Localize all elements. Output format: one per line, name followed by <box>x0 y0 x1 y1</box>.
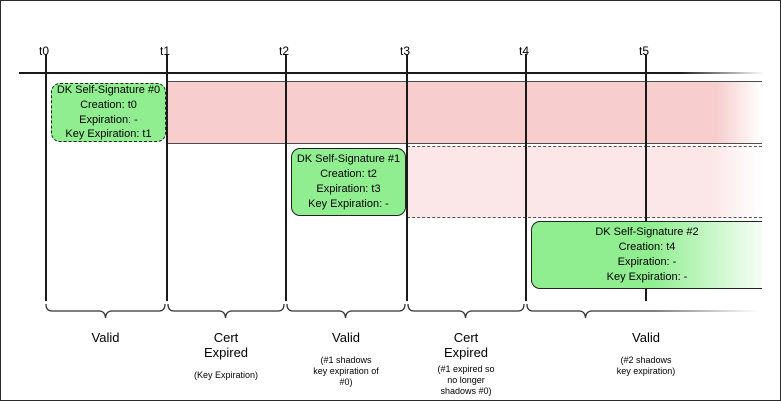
signature-0-key-expiration: Key Expiration: t1 <box>65 128 152 141</box>
tick-line-t2 <box>285 54 287 301</box>
signature-2-title: DK Self-Signature #2 <box>595 226 699 239</box>
time-axis-line <box>19 72 679 74</box>
brace-segment-t0-t1 <box>45 303 166 319</box>
tick-label-t0: t0 <box>39 44 50 58</box>
signature-0-expiration: Expiration: - <box>79 113 138 126</box>
segment-t1-t2-title2: Expired <box>203 344 249 360</box>
signature-2-expiration: Expiration: - <box>617 256 677 268</box>
segment-t3-t4-note: (#1 expired so no longer shadows #0) <box>437 363 495 397</box>
segment-t3-t4-title: Cert <box>453 330 479 345</box>
segment-t3-t4-title2: Expired <box>443 344 489 360</box>
segment-t2-t3-title: Valid <box>332 330 360 345</box>
brace-segment-t2-t3 <box>286 303 406 319</box>
signature-1-key-expiration: Key Expiration: - <box>308 197 389 210</box>
tick-label-t4: t4 <box>519 44 530 58</box>
tick-line-t4 <box>525 54 527 301</box>
segment-label-t0-t1: Valid <box>45 330 166 346</box>
segment-label-t4-end: Valid (#2 shadows key expiration) <box>526 330 766 377</box>
segment-label-t1-t2: Cert Expired (Key Expiration) <box>167 330 285 381</box>
signature-0-creation: Creation: t0 <box>80 98 137 111</box>
tick-label-t3: t3 <box>400 44 411 58</box>
band-row1-pink-light <box>407 146 647 218</box>
tick-label-t2: t2 <box>279 44 290 58</box>
signature-box-0[interactable]: DK Self-Signature #0 Creation: t0 Expira… <box>51 83 166 142</box>
segment-t2-t3-note: (#1 shadows key expiration of #0) <box>313 354 379 388</box>
signature-box-2[interactable]: DK Self-Signature #2 Creation: t4 Expira… <box>531 221 762 289</box>
signature-1-creation: Creation: t2 <box>320 168 377 181</box>
segment-t1-t2-title: Cert <box>213 330 239 345</box>
time-axis-fade <box>679 72 764 74</box>
segment-label-t3-t4: Cert Expired (#1 expired so no longer sh… <box>407 330 525 398</box>
segment-t4-end-note: (#2 shadows key expiration) <box>616 354 676 377</box>
signature-1-expiration: Expiration: t3 <box>316 183 381 195</box>
segment-t4-end-title: Valid <box>632 330 660 345</box>
tick-line-t5 <box>645 54 647 301</box>
segment-t0-t1-title: Valid <box>91 330 120 345</box>
tick-label-t1: t1 <box>160 44 171 58</box>
signature-box-1[interactable]: DK Self-Signature #1 Creation: t2 Expira… <box>291 148 406 216</box>
segment-label-t2-t3: Valid (#1 shadows key expiration of #0) <box>286 330 406 389</box>
brace-segment-t4-end <box>526 303 766 319</box>
band-row1-pink-light-fade <box>647 146 762 218</box>
signature-0-title: DK Self-Signature #0 <box>56 83 161 96</box>
tick-line-t1 <box>166 54 168 301</box>
signature-1-title: DK Self-Signature #1 <box>296 153 401 166</box>
tick-line-t3 <box>406 54 408 301</box>
signature-2-key-expiration: Key Expiration: - <box>606 270 688 283</box>
tick-label-t5: t5 <box>639 44 650 58</box>
brace-segment-t1-t2 <box>167 303 285 319</box>
segment-t1-t2-note: (Key Expiration) <box>193 369 259 380</box>
band-row0-pink-fade <box>647 81 762 144</box>
signature-2-creation: Creation: t4 <box>618 241 676 254</box>
tick-line-t0 <box>45 54 47 301</box>
brace-segment-t3-t4 <box>407 303 525 319</box>
